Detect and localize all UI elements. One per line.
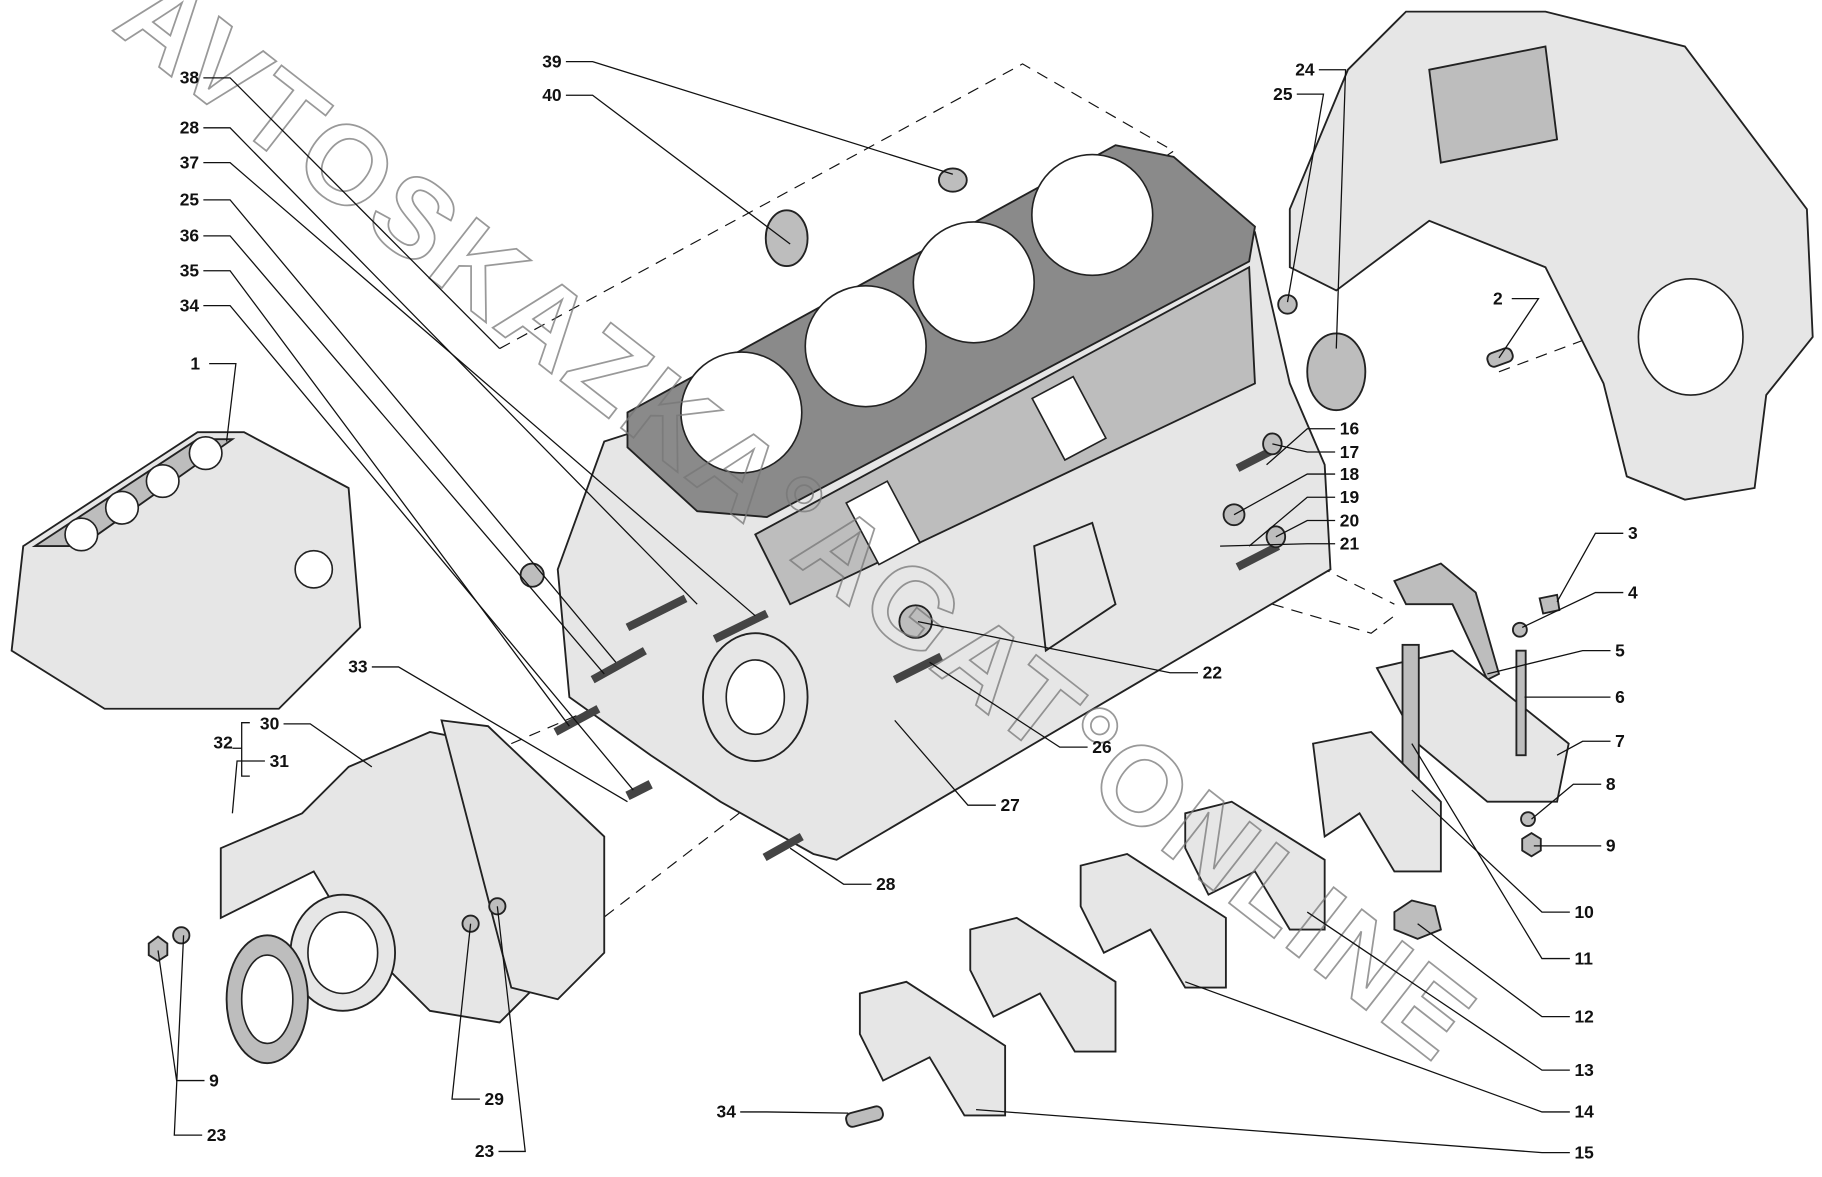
leader-line — [157, 950, 205, 1082]
leader-line — [1220, 543, 1336, 547]
flywheel-housing — [1288, 10, 1814, 501]
leader-line — [1306, 911, 1570, 1071]
part-number-label: 18 — [1340, 464, 1360, 484]
part-number-label: 9 — [209, 1070, 219, 1090]
part-number-label: 34 — [717, 1102, 737, 1122]
leader-line — [1185, 981, 1570, 1113]
leader-line — [1275, 519, 1336, 538]
part-number-label: 16 — [1340, 419, 1360, 439]
leader-line — [1487, 650, 1611, 675]
leader-line — [1272, 443, 1336, 453]
leader-line — [209, 363, 237, 442]
part-number-label: 15 — [1574, 1142, 1594, 1162]
part-number-label: 1 — [190, 353, 200, 373]
part-number-label: 17 — [1340, 442, 1359, 462]
leader-line — [203, 127, 698, 605]
leader-line — [1556, 740, 1611, 756]
cylinder-block — [556, 231, 1332, 861]
callout-labels: 3940382837253635341333032319232923242521… — [157, 51, 1638, 1162]
part-number-label: 30 — [260, 714, 279, 734]
part-number-label: 13 — [1574, 1060, 1594, 1080]
leader-line — [203, 199, 617, 663]
leader-line — [1498, 297, 1540, 359]
part-number-label: 20 — [1340, 510, 1359, 530]
leader-line — [283, 723, 373, 768]
part-number-label: 23 — [207, 1125, 227, 1145]
part-number-label: 25 — [180, 190, 200, 210]
part-number-label: 32 — [213, 732, 232, 752]
part-number-label: 4 — [1628, 582, 1638, 602]
cylinder-block-assembly-thumbnail — [10, 431, 362, 710]
cylinder-head-gasket — [626, 144, 1256, 518]
part-number-label: 35 — [180, 261, 200, 281]
leader-line — [1411, 789, 1570, 913]
main-bearing-caps — [845, 730, 1442, 1128]
part-number-label: 40 — [542, 85, 561, 105]
part-number-label: 28 — [180, 118, 200, 138]
part-number-label: 28 — [876, 874, 896, 894]
leader-line — [203, 304, 634, 791]
part-number-label: 10 — [1574, 902, 1593, 922]
part-number-label: 21 — [1340, 534, 1360, 554]
part-number-label: 36 — [180, 226, 200, 246]
leader-line — [173, 935, 203, 1136]
leader-line — [929, 661, 1088, 748]
leader-line — [740, 1111, 849, 1114]
part-number-label: 25 — [1273, 84, 1293, 104]
part-number-label: 14 — [1574, 1102, 1594, 1122]
seal-ring-inner — [240, 954, 294, 1045]
leader-line — [1266, 428, 1336, 466]
studs-and-bolts — [553, 432, 1287, 862]
leader-line — [1411, 743, 1570, 960]
leader-line — [203, 162, 756, 617]
leader-line — [789, 847, 872, 885]
leader-line — [894, 719, 996, 806]
leader-line — [917, 620, 1199, 674]
leader-line — [1417, 923, 1570, 1018]
leader-line — [371, 666, 628, 803]
leader-line — [203, 270, 570, 727]
part-number-label: 3 — [1628, 523, 1638, 543]
part-number-label: 9 — [1606, 836, 1616, 856]
part-number-label: 7 — [1615, 731, 1625, 751]
part-number-label: 26 — [1092, 737, 1112, 757]
part-number-label: 8 — [1606, 774, 1616, 794]
part-number-label: 29 — [485, 1089, 505, 1109]
leader-line — [1556, 532, 1624, 603]
timing-gear-cover — [147, 719, 606, 1024]
part-number-label: 12 — [1574, 1006, 1593, 1026]
part-number-label: 22 — [1203, 663, 1222, 683]
leader-line — [1286, 93, 1325, 303]
leader-line — [565, 94, 791, 245]
part-number-label: 23 — [475, 1141, 495, 1161]
part-number-label: 11 — [1574, 948, 1593, 968]
leader-line — [451, 923, 480, 1100]
part-number-label: 38 — [180, 68, 200, 88]
crankshaft-seal — [225, 934, 309, 1065]
rear-bearing-parts — [1375, 562, 1570, 940]
part-number-label: 27 — [1000, 795, 1019, 815]
group-bracket — [232, 722, 250, 777]
leader-line — [203, 235, 605, 675]
part-number-label: 31 — [270, 751, 290, 771]
leader-line — [496, 906, 526, 1153]
part-number-label: 6 — [1615, 687, 1625, 707]
leader-line — [1318, 69, 1347, 349]
leader-line — [976, 1108, 1570, 1154]
leader-line — [1521, 591, 1624, 629]
leader-line — [1248, 496, 1336, 547]
leader-line — [1531, 783, 1602, 820]
leader-line — [565, 60, 954, 175]
part-number-label: 39 — [542, 51, 562, 71]
part-number-label: 2 — [1493, 288, 1503, 308]
part-number-label: 34 — [180, 295, 200, 315]
leader-line — [231, 760, 265, 814]
part-number-label: 37 — [180, 152, 199, 172]
leader-line — [1233, 473, 1336, 516]
leader-line — [203, 77, 501, 350]
part-number-label: 24 — [1295, 60, 1315, 80]
part-number-label: 5 — [1615, 640, 1625, 660]
part-number-label: 19 — [1340, 487, 1360, 507]
part-number-label: 33 — [348, 657, 368, 677]
